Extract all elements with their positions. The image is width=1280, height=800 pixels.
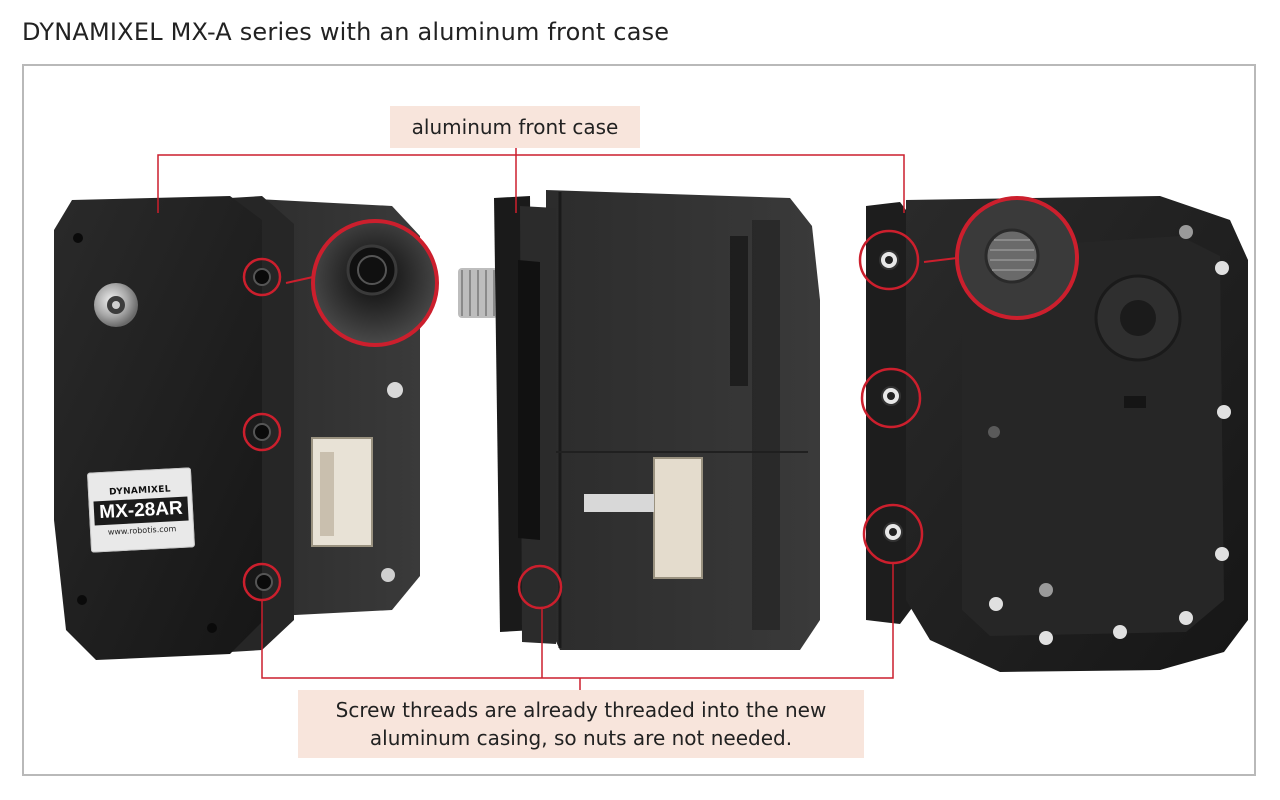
servo-middle (458, 190, 820, 650)
callout-screw-threads: Screw threads are already threaded into … (298, 690, 864, 758)
callout-screw-threads-line1: Screw threads are already threaded into … (335, 698, 827, 722)
zoom-left-thread (285, 219, 439, 347)
product-label-brand: DYNAMIXEL (108, 483, 172, 498)
product-label: DYNAMIXEL MX-28AR www.robotis.com (86, 467, 196, 553)
servo-middle-connector (653, 457, 703, 579)
callout-aluminum-front-case: aluminum front case (390, 106, 640, 148)
product-label-model: MX-28AR (93, 496, 189, 525)
leader-lines (157, 148, 905, 690)
page-title: DYNAMIXEL MX-A series with an aluminum f… (22, 18, 670, 46)
servo-middle-body (546, 190, 820, 650)
zoom-right-thread (923, 196, 1079, 320)
highlight-circles (242, 229, 924, 610)
servo-left-front-face (54, 196, 262, 660)
servo-right (866, 196, 1248, 672)
product-label-url: www.robotis.com (107, 523, 177, 537)
servo-right-front-edge (866, 202, 918, 624)
callout-screw-threads-line2: aluminum casing, so nuts are not needed. (369, 726, 793, 750)
